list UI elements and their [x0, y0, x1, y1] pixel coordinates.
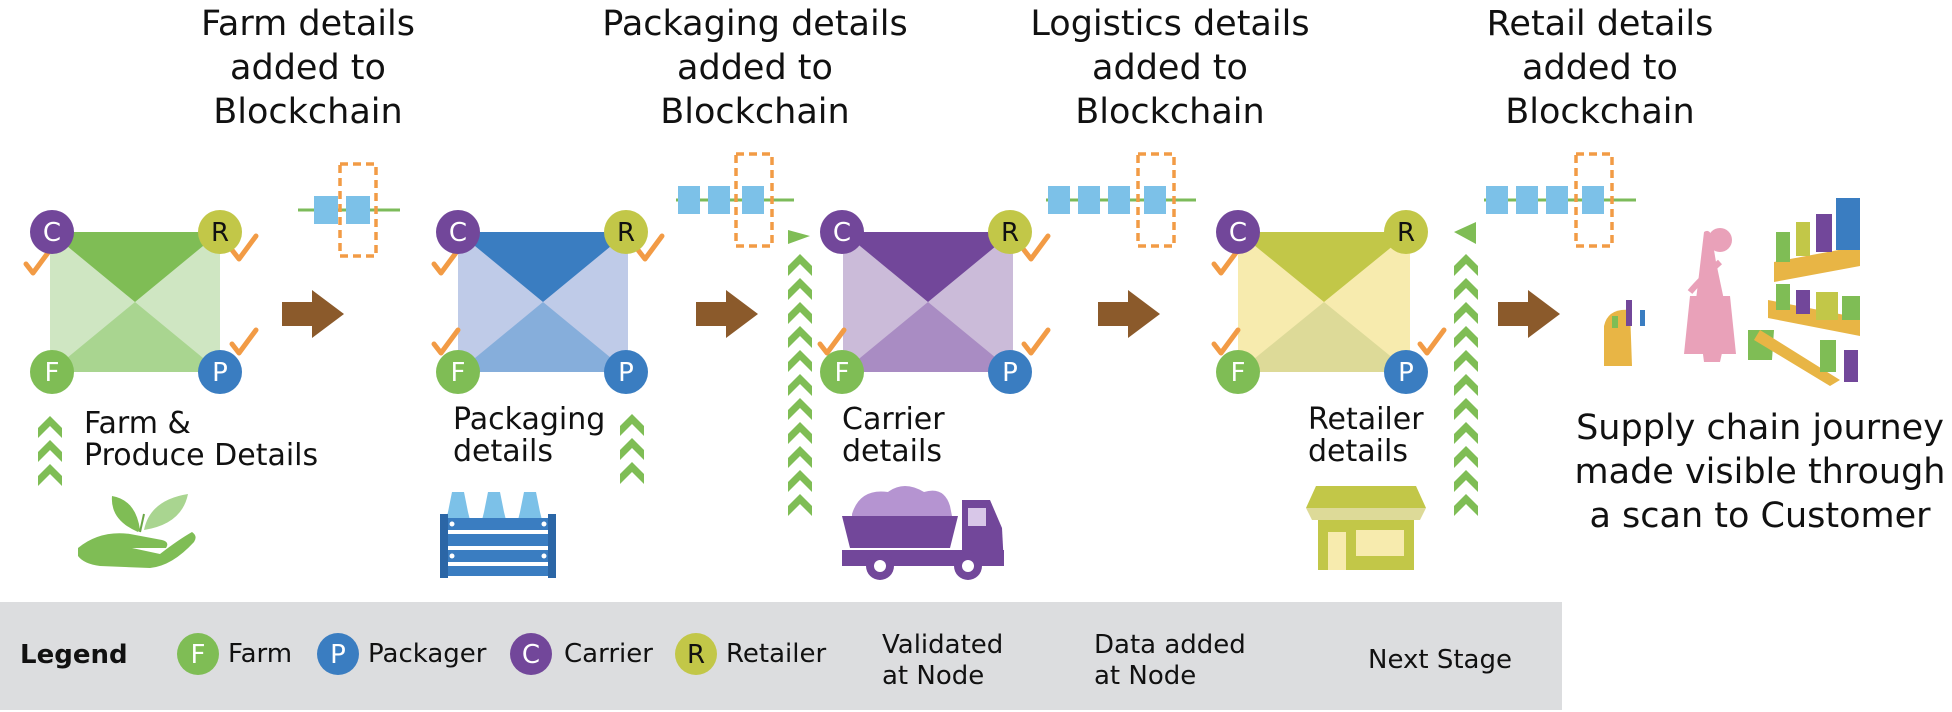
stage-1-data-added-chevrons [38, 416, 62, 486]
legend-bar [0, 602, 1562, 710]
next-stage-arrow-3 [1098, 290, 1160, 338]
title-line: Blockchain [1505, 92, 1695, 132]
title-line: Packaging details [602, 4, 908, 44]
stage-3-retailer-validated-check-icon [1024, 236, 1048, 259]
legend-line: at Node [1094, 661, 1197, 691]
title-line: added to [1522, 48, 1678, 88]
stage-1-carrier-validated-check-icon [26, 250, 50, 273]
stage-3-data-added-chevron-column [788, 230, 812, 516]
stage-3-farm-validated-check-icon [820, 330, 844, 353]
next-stage-arrow-2 [696, 290, 758, 338]
final-line: a scan to Customer [1589, 496, 1931, 536]
label-line: details [1308, 434, 1408, 469]
stage-2-node-square [458, 232, 628, 372]
next-stage-arrow-4 [1498, 290, 1560, 338]
shopping-customer-icon [1604, 198, 1860, 386]
stage-3-node-label: Carrier details [842, 404, 945, 468]
title-line: Logistics details [1030, 4, 1310, 44]
legend-data-added-label: Data added at Node [1094, 630, 1246, 692]
stage-2-data-added-chevrons [620, 414, 644, 484]
plant-in-hand-icon [78, 494, 196, 568]
stage-1-node-label: Farm & Produce Details [84, 408, 318, 472]
legend-line: Data added [1094, 630, 1246, 660]
stage-2-retailer-validated-check-icon [638, 236, 662, 259]
blockchain-segment-1 [298, 162, 400, 258]
label-line: details [842, 434, 942, 469]
stage-3-title: Logistics details added to Blockchain [1000, 2, 1340, 134]
stage-2-title: Packaging details added to Blockchain [580, 2, 930, 134]
stage-2-farm-validated-check-icon [434, 330, 458, 353]
title-line: added to [1092, 48, 1248, 88]
title-line: Blockchain [213, 92, 403, 132]
stage-1-node-square [50, 232, 220, 372]
legend-title: Legend [20, 640, 128, 670]
stage-4-carrier-validated-check-icon [1214, 250, 1238, 273]
stage-2-node-label: Packaging details [453, 404, 605, 468]
storefront-icon [1306, 486, 1426, 570]
title-line: Blockchain [1075, 92, 1265, 132]
label-line: Retailer [1308, 402, 1424, 437]
legend-farm-label: Farm [228, 639, 293, 669]
stage-4-node-label: Retailer details [1308, 404, 1424, 468]
stage-4-title: Retail details added to Blockchain [1450, 2, 1750, 134]
blockchain-segment-3 [1046, 152, 1196, 248]
legend-retailer-label: Retailer [726, 639, 827, 669]
legend-next-stage-label: Next Stage [1368, 645, 1512, 675]
title-line: added to [677, 48, 833, 88]
legend-line: at Node [882, 661, 985, 691]
stage-1-title: Farm details added to Blockchain [158, 2, 458, 134]
legend-carrier-label: Carrier [564, 639, 653, 669]
delivery-truck-icon [842, 486, 1004, 580]
blockchain-segment-2 [676, 152, 794, 248]
stage-1-retailer-validated-check-icon [232, 236, 256, 259]
customer-visibility-text: Supply chain journey made visible throug… [1540, 406, 1952, 538]
label-line: Produce Details [84, 438, 319, 473]
blockchain-segment-4 [1484, 152, 1636, 248]
title-line: Retail details [1486, 4, 1714, 44]
stage-3-packager-validated-check-icon [1024, 330, 1048, 353]
stage-1-packager-validated-check-icon [232, 330, 256, 353]
legend-validated-label: Validated at Node [882, 630, 1003, 692]
next-stage-arrow-1 [282, 290, 344, 338]
final-line: Supply chain journey [1576, 408, 1944, 448]
final-line: made visible through [1574, 452, 1946, 492]
label-line: details [453, 434, 553, 469]
label-line: Packaging [453, 402, 606, 437]
stage-4-packager-validated-check-icon [1420, 330, 1444, 353]
title-line: Farm details [201, 4, 415, 44]
stage-4-data-added-chevron-column [1454, 222, 1478, 516]
legend-line: Validated [882, 630, 1004, 660]
legend-packager-label: Packager [368, 639, 487, 669]
stage-3-node-square [843, 232, 1013, 372]
title-line: Blockchain [660, 92, 850, 132]
stage-4-node-square [1238, 232, 1410, 372]
packaging-crate-icon [440, 492, 556, 578]
stage-2-carrier-validated-check-icon [434, 250, 458, 273]
title-line: added to [230, 48, 386, 88]
label-line: Farm & [84, 406, 191, 441]
stage-4-farm-validated-check-icon [1214, 330, 1238, 353]
label-line: Carrier [842, 402, 945, 437]
